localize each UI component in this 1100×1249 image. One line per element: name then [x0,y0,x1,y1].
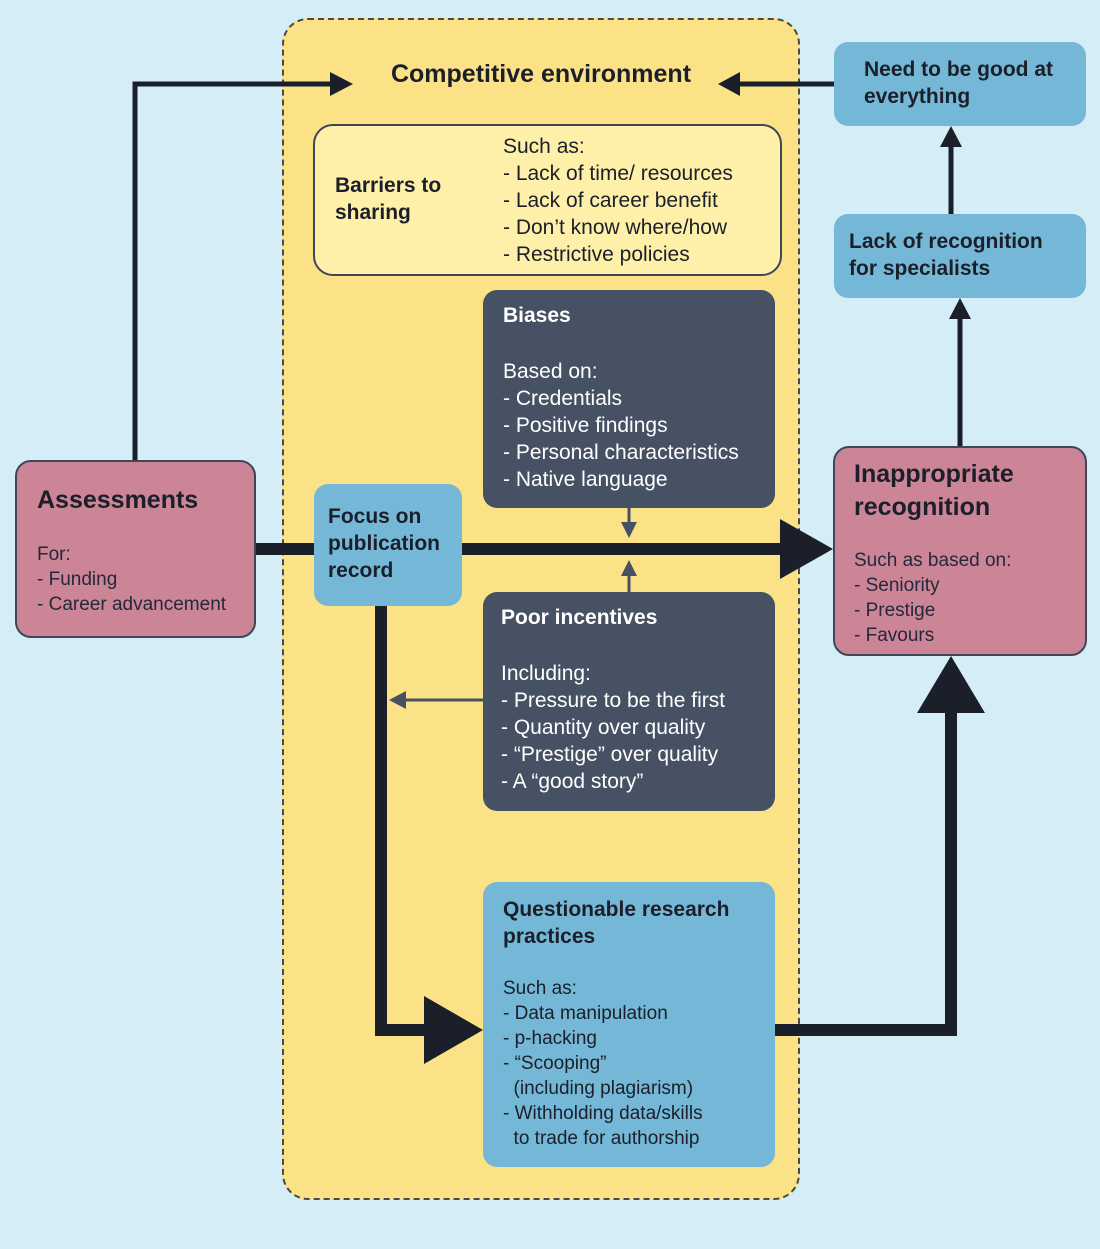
focus-on-publication-record-box: Focus on publication record [314,484,462,606]
inappropriate-list: - Seniority - Prestige - Favours [854,573,940,648]
biases-title: Biases [503,304,571,327]
inappropriate-title: Inappropriate recognition [854,460,1014,521]
incentives-item: - A “good story” [501,770,644,793]
focus-title: Focus on publication record [328,505,440,582]
arrowhead-qrp-large [424,996,483,1064]
incentives-item: - “Prestige” over quality [501,743,719,766]
arrowhead-biases-down [621,522,637,538]
inappropriate-item: - Prestige [854,600,936,621]
arrow-qrp-to-inapp [775,708,957,1036]
arrowhead-inapp-large [780,519,833,579]
assessments-box: Assessments For: - Funding - Career adva… [15,460,256,638]
qrp-item: - Withholding data/skills [503,1103,703,1124]
biases-list: - Credentials - Positive findings - Pers… [503,385,739,493]
assessments-list: - Funding - Career advancement [37,567,226,617]
arrowhead-trunk-left [389,691,406,709]
barriers-lead: Such as: [503,135,585,158]
lack-title: Lack of recognition for specialists [849,230,1043,280]
qrp-item: (including plagiarism) [503,1078,694,1099]
qrp-list: - Data manipulation - p-hacking - “Scoop… [503,1001,703,1151]
arrowhead-environment-left [330,72,353,96]
incentives-lead: Including: [501,662,591,685]
qrp-item: - Data manipulation [503,1003,668,1024]
qrp-item: - “Scooping” [503,1053,607,1074]
biases-item: - Credentials [503,387,623,410]
barriers-item: - Lack of career benefit [503,189,718,212]
barriers-item: - Lack of time/ resources [503,162,733,185]
biases-box: Biases Based on: - Credentials - Positiv… [483,290,775,508]
biases-lead: Based on: [503,360,598,383]
incentives-item: - Quantity over quality [501,716,706,739]
incentives-list: - Pressure to be the first - Quantity ov… [501,687,725,795]
qrp-lead: Such as: [503,978,577,999]
arrowhead-environment-right [718,72,740,96]
biases-item: - Personal characteristics [503,441,739,464]
inappropriate-recognition-box: Inappropriate recognition Such as based … [833,446,1087,656]
arrowhead-incentives-up [621,560,637,576]
barriers-item: - Restrictive policies [503,243,690,266]
incentives-title: Poor incentives [501,606,658,629]
incentives-item: - Pressure to be the first [501,689,726,712]
inappropriate-item: - Favours [854,625,935,646]
arrowhead-lack-up [949,298,971,319]
barriers-to-sharing-box: Barriers to sharing Such as: - Lack of t… [313,124,782,276]
qrp-item: - p-hacking [503,1028,597,1049]
qrp-title: Questionable research practices [503,898,730,948]
arrow-assessments-to-environment [132,81,330,460]
arrowhead-need-up [940,126,962,147]
need-to-be-good-box: Need to be good at everything [834,42,1086,126]
inappropriate-item: - Seniority [854,575,940,596]
assessments-item: - Career advancement [37,594,227,615]
biases-item: - Native language [503,468,668,491]
inappropriate-lead: Such as based on: [854,550,1012,571]
lack-of-recognition-box: Lack of recognition for specialists [834,214,1086,298]
poor-incentives-box: Poor incentives Including: - Pressure to… [483,592,775,811]
assessments-lead: For: [37,544,71,565]
assessments-item: - Funding [37,569,118,590]
assessments-title: Assessments [37,486,199,514]
barriers-text: Such as: - Lack of time/ resources - Lac… [503,133,733,268]
arrowhead-inapp-up-large [917,656,985,713]
qrp-item: to trade for authorship [503,1128,700,1149]
biases-item: - Positive findings [503,414,668,437]
questionable-research-practices-box: Questionable research practices Such as:… [483,882,775,1167]
arrow-focus-to-qrp [375,606,428,1036]
competitive-environment-title: Competitive environment [390,60,692,88]
barriers-item: - Don’t know where/how [503,216,728,239]
need-title: Need to be good at everything [864,58,1053,108]
barriers-title: Barriers to sharing [335,174,442,224]
